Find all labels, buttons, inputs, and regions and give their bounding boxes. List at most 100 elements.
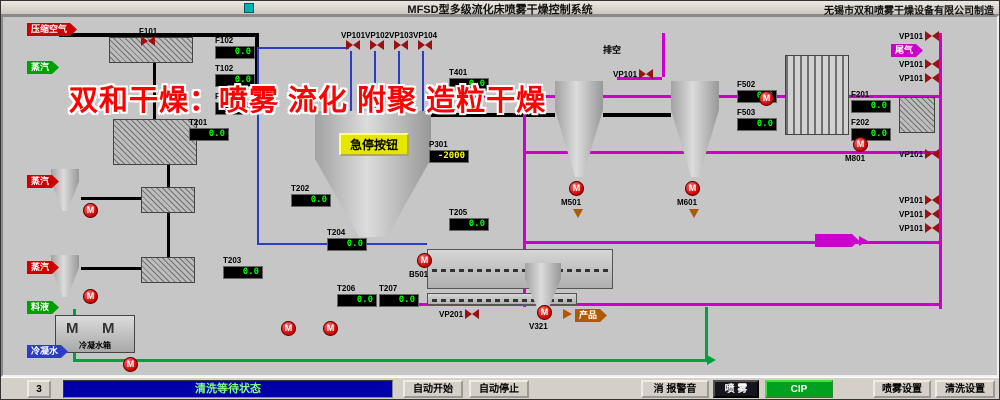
exhaust-label: 尾气 <box>891 44 923 57</box>
instrument-value: 0.0 <box>215 74 255 87</box>
instrument-value: 0.0 <box>449 218 489 231</box>
pump-icon[interactable]: M <box>323 321 338 336</box>
auto-stop-button[interactable]: 自动停止 <box>469 380 529 398</box>
pump-icon[interactable]: M <box>83 203 98 218</box>
motor-icon: M <box>102 320 115 337</box>
valve-VP102[interactable]: VP102 <box>365 31 389 50</box>
window-icon <box>244 3 254 13</box>
valve-side[interactable]: VP101 <box>899 59 940 69</box>
instrument-tag: T207 <box>379 284 398 293</box>
toolbar: 3 清洗等待状态 自动开始 自动停止 消 报警音 喷 雾 CIP 喷雾设置 清洗… <box>1 377 999 399</box>
pipe <box>153 63 156 119</box>
valve-side[interactable]: VP101 <box>899 73 940 83</box>
instrument-value: 0.0 <box>737 118 777 131</box>
instrument-tag: T204 <box>327 228 346 237</box>
manufacturer-label: 无锡市双和喷雾干燥设备有限公司制造 <box>824 6 994 17</box>
instrument-value: 0.0 <box>337 294 377 307</box>
counter-button[interactable]: 3 <box>27 380 51 398</box>
pipe <box>398 51 400 111</box>
duct-label <box>815 234 859 247</box>
condensate-tank-label: 冷凝水箱 <box>79 341 111 350</box>
instrument-P301: P301-2000 <box>429 141 469 163</box>
pump-icon[interactable]: M <box>759 91 774 106</box>
heater-vessel <box>141 187 195 213</box>
valve-side[interactable]: VP101 <box>899 223 940 233</box>
product-label: 产品 <box>575 309 607 322</box>
valve-side[interactable]: VP101 <box>899 209 940 219</box>
source-label-feed: 料液 <box>27 301 59 314</box>
valve-VP201[interactable]: VP201 <box>439 309 480 319</box>
product-arrow <box>563 309 572 319</box>
instrument-tag: T203 <box>223 256 242 265</box>
pump-icon-M501[interactable]: M <box>569 181 584 196</box>
pump-icon-B501[interactable]: M <box>417 253 432 268</box>
valve-icon <box>925 149 940 159</box>
spray-dryer-tower <box>315 111 431 237</box>
pipe <box>257 47 259 243</box>
pump-label: M801 <box>845 154 866 163</box>
valve-tag: VP101 <box>899 31 924 41</box>
pipe <box>422 51 424 111</box>
valve-side[interactable]: VP101 <box>899 149 940 159</box>
auto-start-button[interactable]: 自动开始 <box>403 380 463 398</box>
cip-button[interactable]: CIP <box>765 380 833 398</box>
pipe <box>662 33 665 77</box>
valve-tag: F101 <box>139 27 158 36</box>
pipe <box>374 51 376 111</box>
valve-icon <box>141 36 156 46</box>
spray-button[interactable]: 喷 雾 <box>713 380 759 398</box>
pipe <box>59 33 259 37</box>
source-label-compressed-air: 压缩空气 <box>27 23 77 36</box>
valve-VP101[interactable]: VP101 <box>341 31 365 50</box>
page-title: MFSD型多级流化床喷雾干燥控制系统 <box>407 4 593 16</box>
valve-VP104[interactable]: VP104 <box>413 31 437 50</box>
pump-icon-M601[interactable]: M <box>685 181 700 196</box>
valve-icon <box>639 69 654 79</box>
valve-tag: VP101 <box>899 149 924 159</box>
source-label-steam: 蒸汽 <box>27 261 59 274</box>
pump-icon[interactable]: M <box>83 289 98 304</box>
valve-vent[interactable]: VP101 <box>613 69 654 79</box>
pump-icon[interactable]: M <box>281 321 296 336</box>
instrument-tag: T102 <box>215 64 234 73</box>
valve-icon <box>925 223 940 233</box>
instrument-value: 0.0 <box>215 102 255 115</box>
valve-icon <box>394 40 409 50</box>
spray-settings-button[interactable]: 喷雾设置 <box>873 380 931 398</box>
condensate-tank: M M 冷凝水箱 <box>55 315 135 353</box>
cyclone-vessel <box>671 81 719 177</box>
discharge-arrow <box>573 209 583 218</box>
instrument-value: -2000 <box>429 150 469 163</box>
valve-VP103[interactable]: VP103 <box>389 31 413 50</box>
emergency-stop-button[interactable]: 急停按钮 <box>339 133 410 156</box>
mute-alarm-button[interactable]: 消 报警音 <box>641 380 709 398</box>
valve-side[interactable]: VP101 <box>899 31 940 41</box>
instrument-value: 0.0 <box>449 78 489 91</box>
valve-F101[interactable]: F101 <box>139 27 157 46</box>
pump-label: B501 <box>409 270 429 279</box>
valve-icon <box>925 31 940 41</box>
pump-icon-V321[interactable]: M <box>537 305 552 320</box>
pipe <box>81 267 141 270</box>
instrument-value: 0.0 <box>291 194 331 207</box>
instrument-tag: T205 <box>449 208 468 217</box>
clean-settings-button[interactable]: 清洗设置 <box>935 380 995 398</box>
valve-side[interactable]: VP101 <box>899 195 940 205</box>
pump-icon[interactable]: M <box>123 357 138 372</box>
instrument-tag: T401 <box>449 68 468 77</box>
instrument-tag: P301 <box>429 140 448 149</box>
flow-arrow <box>707 355 716 365</box>
valve-tag: VP101 <box>613 69 638 79</box>
instrument-tag: F502 <box>737 80 756 89</box>
valve-tag: VP103 <box>389 31 414 40</box>
pump-icon-M801[interactable]: M <box>853 137 868 152</box>
source-label-steam: 蒸汽 <box>27 61 59 74</box>
instrument-tag: P101 <box>215 92 234 101</box>
pipe <box>431 113 555 117</box>
